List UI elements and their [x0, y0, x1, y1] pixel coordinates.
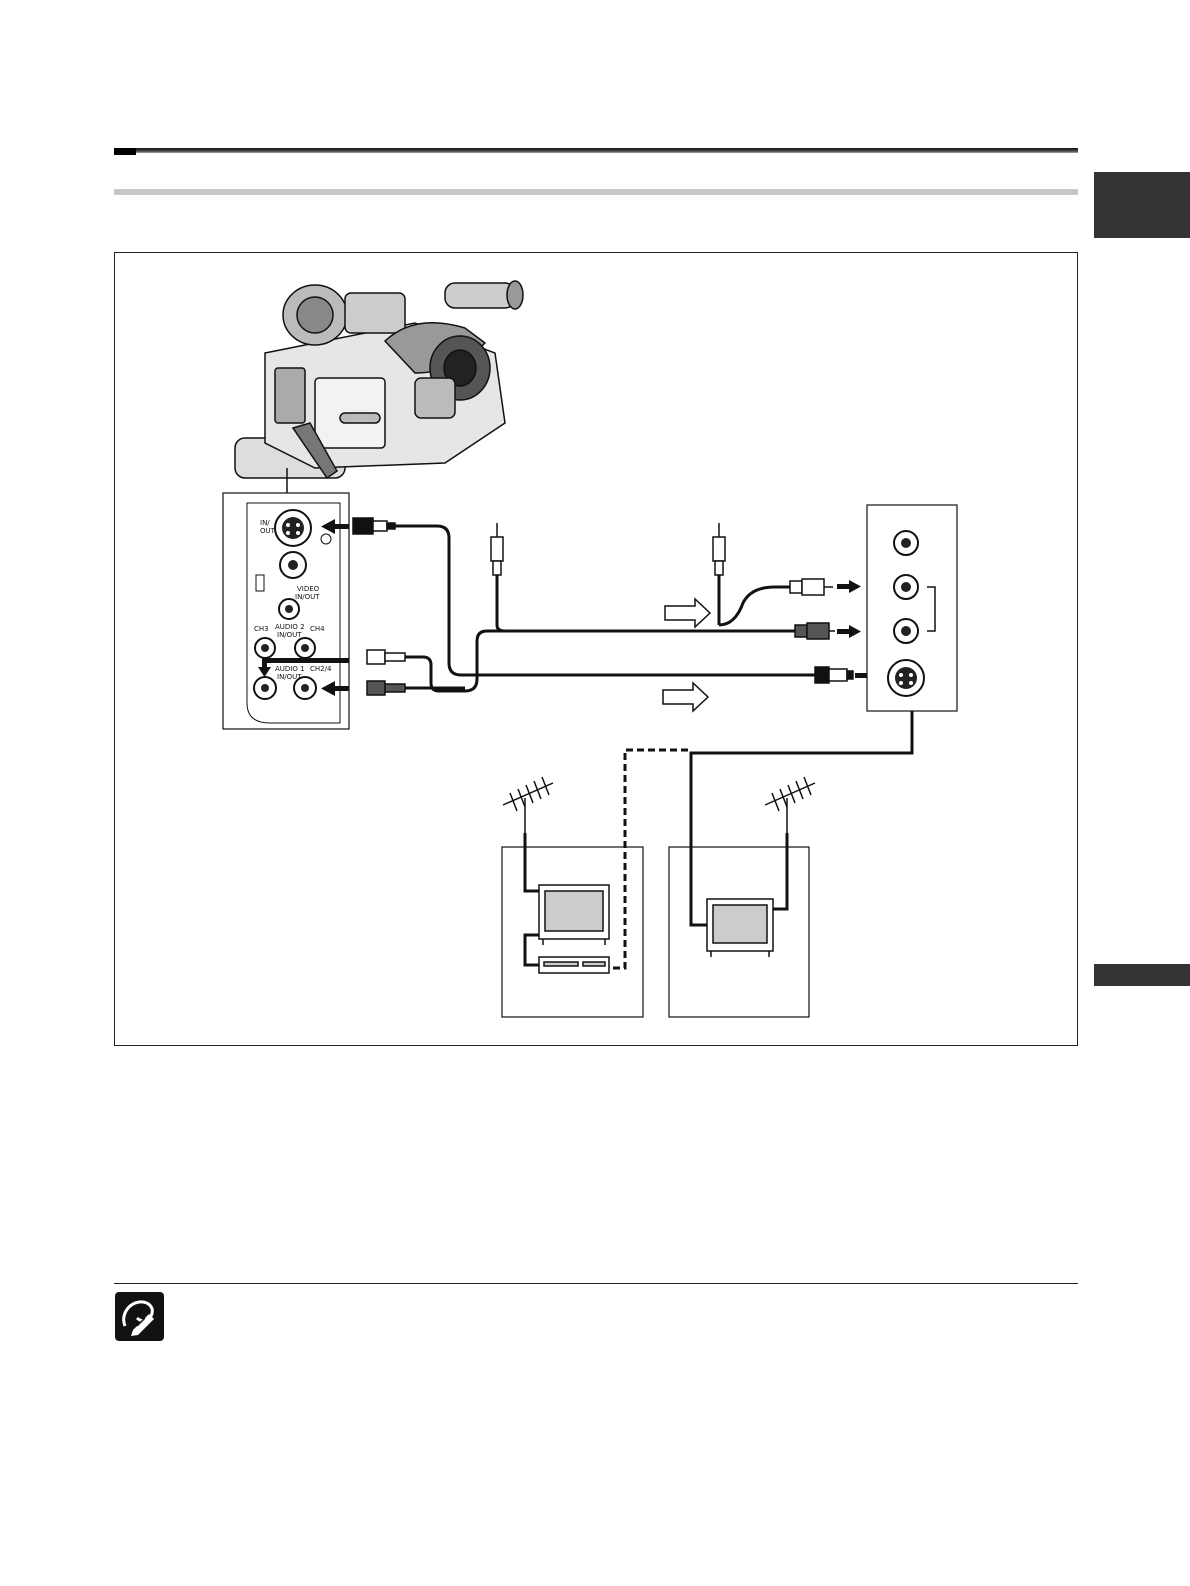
vcr-icon: [538, 956, 610, 974]
optional-connection-line: [611, 748, 688, 970]
device-connection-lines: [689, 711, 914, 927]
chapter-tab[interactable]: [1094, 172, 1190, 238]
arrow-icon: [258, 519, 349, 696]
audio2-label-1: AUDIO 2: [275, 623, 305, 631]
audio1-label-1: AUDIO 1: [275, 665, 305, 673]
selector-switch[interactable]: [255, 574, 265, 592]
tv-icon: [538, 884, 610, 945]
ch4-label: CH4: [310, 625, 325, 633]
section-tab[interactable]: [1094, 964, 1190, 986]
note-pencil-icon: [115, 1292, 164, 1341]
connection-diagram-svg: IN/ OUT VIDEO IN/OUT CH3 AUDIO 2 IN/OUT …: [222, 280, 958, 1018]
vcr-tv-setup: [501, 776, 644, 1018]
upright-plugs: [490, 523, 726, 576]
audio2-label-2: IN/OUT: [277, 631, 302, 639]
signal-flow-arrow-icon: [662, 597, 712, 713]
s-video-label-1: IN/: [260, 519, 270, 527]
video-label-1: VIDEO: [297, 585, 320, 593]
tv-setup: [668, 776, 816, 1018]
vcr-side-plugs: [789, 578, 854, 684]
ch24-label: CH2/4: [310, 665, 332, 673]
camera-icon: [234, 280, 524, 493]
audio1-label-2: IN/OUT: [277, 673, 302, 681]
connection-diagram: IN/ OUT VIDEO IN/OUT CH3 AUDIO 2 IN/OUT …: [114, 252, 1078, 1046]
ch3-label: CH3: [254, 625, 269, 633]
tv-icon: [706, 898, 774, 957]
antenna-icon: [502, 776, 554, 833]
vcr-terminal-panel: [866, 504, 958, 712]
s-video-label-2: OUT: [260, 527, 276, 535]
subheader-rule: [114, 189, 1078, 195]
video-label-2: IN/OUT: [295, 593, 320, 601]
header-rule-mark: [114, 148, 136, 155]
camera-side-plugs: [352, 517, 406, 696]
header-rule: [114, 148, 1078, 153]
cables: [395, 524, 815, 693]
note-rule: [114, 1283, 1078, 1284]
s-video-symbol-icon: [320, 533, 332, 545]
antenna-icon: [764, 776, 816, 833]
